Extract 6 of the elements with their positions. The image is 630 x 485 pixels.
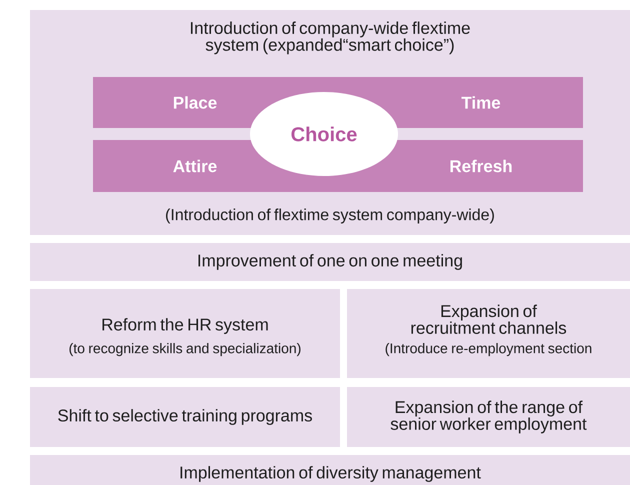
- measure-box: Expansion of recruitment channels (Introduce re-employment section: [347, 289, 630, 378]
- measure-box: Improvement of one on one meeting: [30, 243, 630, 281]
- measure-box: Reform the HR system (to recognize skills and specialization): [30, 289, 340, 378]
- measure-box: Expansion of the range of senior worker employment: [347, 387, 630, 447]
- measure-box: Implementation of diversity management: [30, 455, 630, 485]
- measure-box: Shift to selective training programs: [30, 387, 340, 447]
